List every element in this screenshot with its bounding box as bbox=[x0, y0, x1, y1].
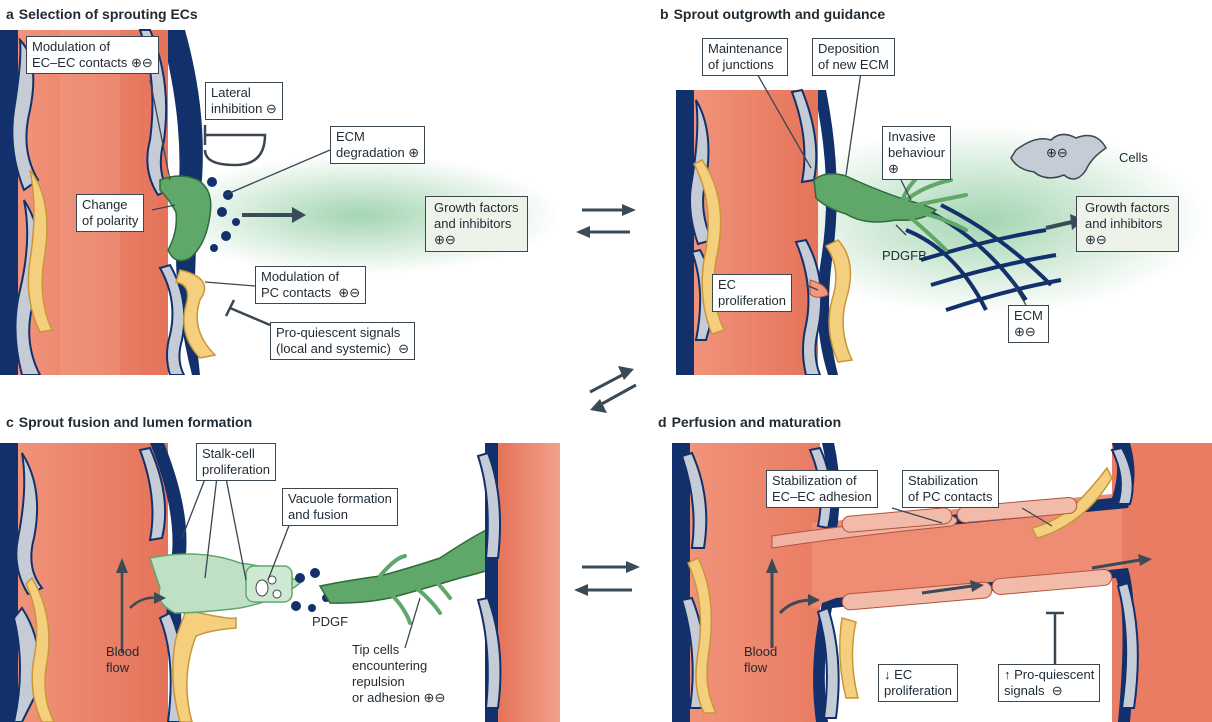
label-cells-signs: ⊕⊖ bbox=[1046, 145, 1068, 161]
label-stabilization-pc-contacts: Stabilization of PC contacts bbox=[902, 470, 999, 508]
label-stalk-cell-proliferation: Stalk-cell proliferation bbox=[196, 443, 276, 481]
panel-a-title: a Selection of sprouting ECs bbox=[6, 6, 198, 22]
label-pc-contacts-modulation: Modulation of PC contacts ⊕⊖ bbox=[255, 266, 366, 304]
panel-c-heading: Sprout fusion and lumen formation bbox=[19, 414, 252, 430]
panel-b: b Sprout outgrowth and guidance Maintenan… bbox=[606, 0, 1212, 375]
panel-b-illustration bbox=[606, 0, 1212, 375]
label-ec-proliferation-d: ↓ EC proliferation bbox=[878, 664, 958, 702]
label-stabilization-ec-adhesion: Stabilization of EC–EC adhesion bbox=[766, 470, 878, 508]
label-pdgfb: PDGFB bbox=[882, 248, 927, 264]
label-ec-ec-contacts: Modulation of EC–EC contacts ⊕⊖ bbox=[26, 36, 159, 74]
label-ecm-b: ECM ⊕⊖ bbox=[1008, 305, 1049, 343]
label-maintenance-of-junctions: Maintenance of junctions bbox=[702, 38, 788, 76]
label-pro-quiescent-signals-a: Pro-quiescent signals (local and systemi… bbox=[270, 322, 415, 360]
label-growth-factors-a: Growth factors and inhibitors ⊕⊖ bbox=[425, 196, 528, 252]
panel-d-title: d Perfusion and maturation bbox=[658, 414, 841, 430]
label-change-of-polarity: Change of polarity bbox=[76, 194, 144, 232]
label-ec-proliferation-b: EC proliferation bbox=[712, 274, 792, 312]
label-tip-cells: Tip cells encountering repulsion or adhe… bbox=[352, 642, 445, 706]
label-cells: Cells bbox=[1119, 150, 1148, 166]
panel-d-heading: Perfusion and maturation bbox=[672, 414, 842, 430]
panel-c-letter: c bbox=[6, 414, 14, 430]
label-lateral-inhibition: Lateral inhibition ⊖ bbox=[205, 82, 283, 120]
panel-d-letter: d bbox=[658, 414, 667, 430]
panel-c-illustration bbox=[0, 408, 560, 722]
label-blood-flow-c: Blood flow bbox=[106, 644, 139, 676]
panel-d: d Perfusion and maturation Stabilization … bbox=[652, 408, 1212, 722]
label-pdgf: PDGF bbox=[312, 614, 348, 630]
label-vacuole-formation: Vacuole formation and fusion bbox=[282, 488, 398, 526]
label-deposition-new-ecm: Deposition of new ECM bbox=[812, 38, 895, 76]
panel-c-title: c Sprout fusion and lumen formation bbox=[6, 414, 252, 430]
panel-a-heading: Selection of sprouting ECs bbox=[19, 6, 198, 22]
panel-a-letter: a bbox=[6, 6, 14, 22]
label-growth-factors-b: Growth factors and inhibitors ⊕⊖ bbox=[1076, 196, 1179, 252]
panel-a: a Selection of sprouting ECs Modulation o… bbox=[0, 0, 600, 375]
panel-b-letter: b bbox=[660, 6, 669, 22]
panel-b-heading: Sprout outgrowth and guidance bbox=[674, 6, 886, 22]
label-invasive-behaviour: Invasive behaviour ⊕ bbox=[882, 126, 951, 180]
label-blood-flow-d: Blood flow bbox=[744, 644, 777, 676]
panel-b-title: b Sprout outgrowth and guidance bbox=[660, 6, 885, 22]
label-pro-quiescent-signals-d: ↑ Pro-quiescent signals ⊖ bbox=[998, 664, 1100, 702]
panel-c: c Sprout fusion and lumen formation Stalk… bbox=[0, 408, 560, 722]
label-ecm-degradation: ECM degradation ⊕ bbox=[330, 126, 425, 164]
